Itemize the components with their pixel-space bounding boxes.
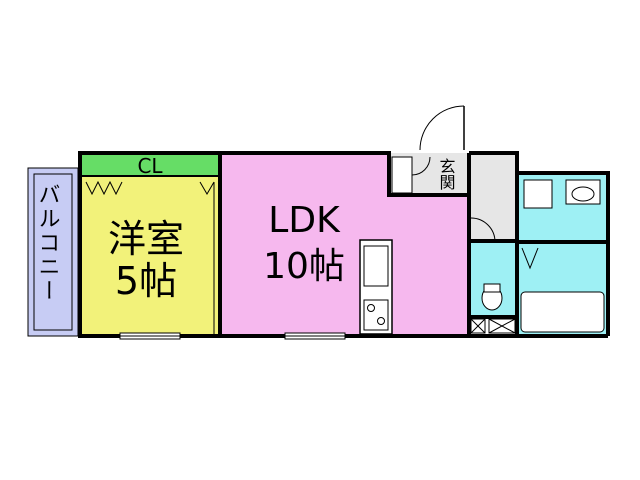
balcony-inner-rail bbox=[33, 173, 73, 331]
stove bbox=[363, 299, 389, 331]
western-room-size: 5帖 bbox=[115, 259, 177, 303]
entrance-door-swing bbox=[419, 105, 465, 151]
stove-burner-2 bbox=[377, 317, 385, 325]
ldk-name: LDK bbox=[268, 200, 341, 241]
ldk-size: 10帖 bbox=[263, 246, 345, 287]
washing-machine-space bbox=[523, 179, 553, 209]
stove-burner-1 bbox=[367, 304, 375, 312]
wash-basin bbox=[565, 179, 601, 205]
closet-door-left bbox=[85, 180, 123, 196]
bathtub bbox=[520, 291, 605, 333]
meter-box-2-x2 bbox=[488, 318, 516, 334]
shoe-cabinet bbox=[391, 156, 413, 194]
meter-box-1-x2 bbox=[470, 318, 486, 334]
closet-label: CL bbox=[137, 154, 163, 178]
toilet-door-swing bbox=[470, 217, 496, 243]
western-room-name: 洋室 bbox=[108, 217, 184, 261]
western-room bbox=[80, 176, 220, 334]
entrance-label: 玄関 bbox=[437, 158, 456, 191]
closet-door-right bbox=[199, 181, 215, 195]
toilet-tank bbox=[483, 283, 501, 293]
inner-door-swing bbox=[411, 156, 431, 176]
closet bbox=[80, 153, 220, 176]
wash-basin-bowl bbox=[571, 186, 595, 202]
hallway bbox=[469, 153, 517, 241]
bath-door-symbol bbox=[521, 247, 539, 270]
balcony-area bbox=[27, 167, 79, 337]
windows bbox=[119, 332, 346, 340]
balcony-label: バルコニー bbox=[35, 183, 60, 303]
kitchen-sink bbox=[363, 245, 389, 287]
